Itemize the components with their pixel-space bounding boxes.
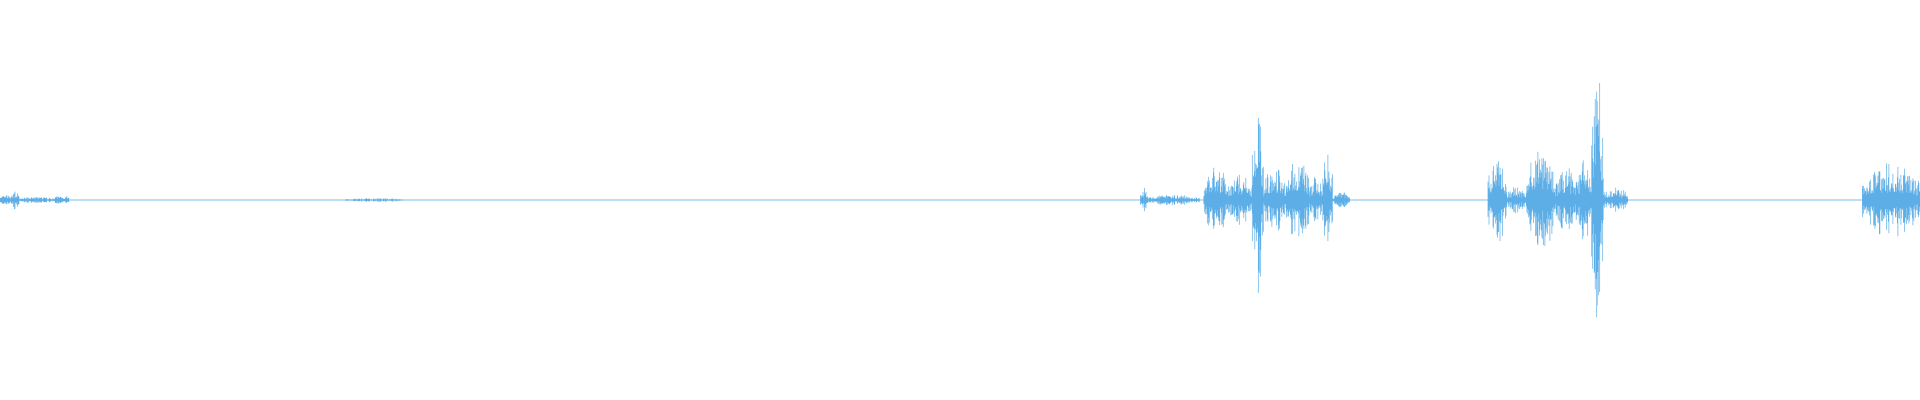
waveform-trace: [0, 83, 1920, 318]
